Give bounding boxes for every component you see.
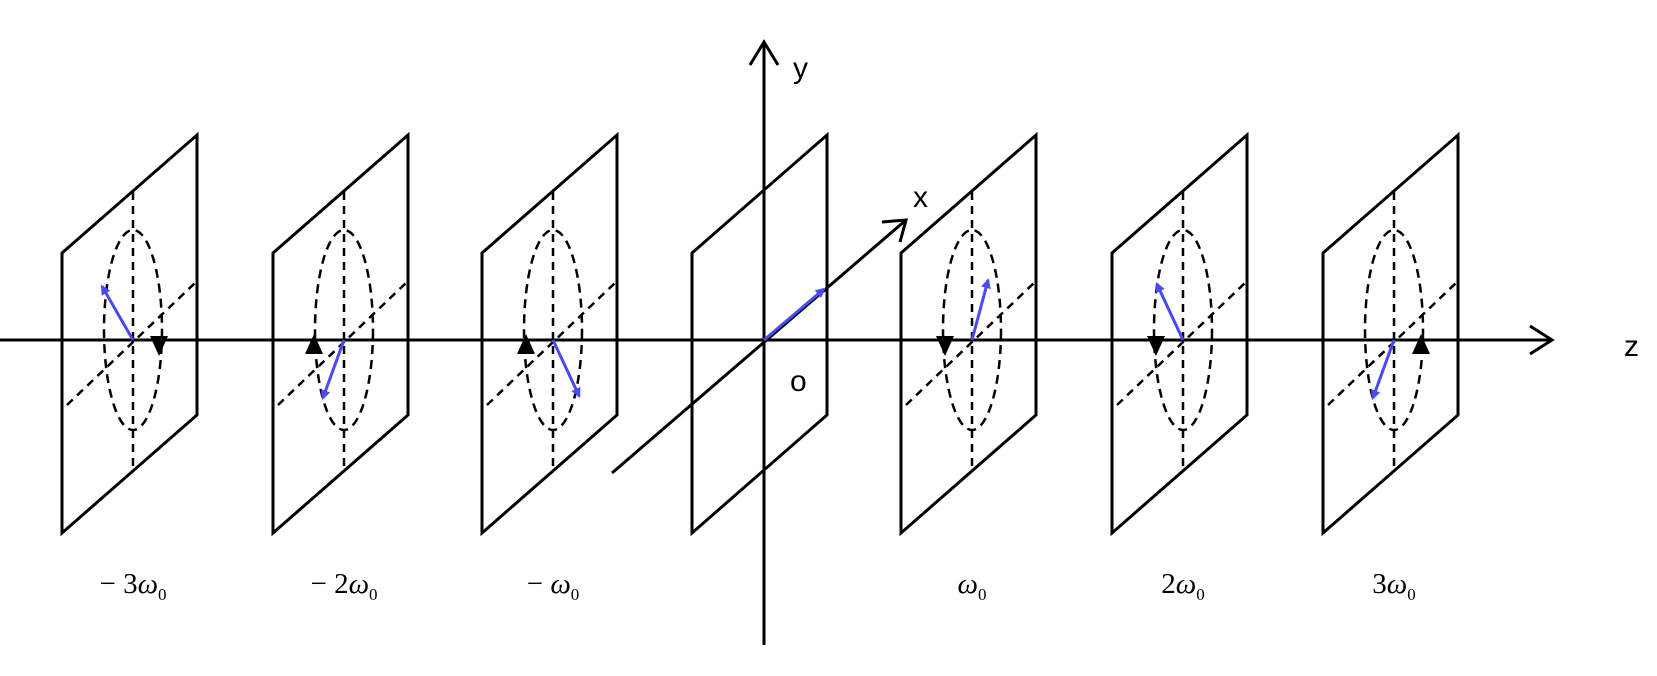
rotation-direction-arrow xyxy=(1412,334,1430,354)
polarization-ellipse xyxy=(522,228,584,432)
rotation-direction-arrow xyxy=(1147,336,1165,356)
plane-m3 xyxy=(60,131,199,537)
polarization-ellipse xyxy=(313,228,375,432)
field-vector xyxy=(970,278,991,341)
plane-frame xyxy=(271,131,410,537)
origin-field-vector xyxy=(763,287,826,342)
plane-frame xyxy=(480,131,619,537)
plane-m2 xyxy=(271,131,410,537)
plane-p2 xyxy=(1110,131,1249,537)
frequency-label-p3: 3ω0 xyxy=(1372,568,1415,604)
y-axis-label: y xyxy=(793,52,808,85)
polarization-ellipse xyxy=(941,228,1003,432)
origin-label: o xyxy=(790,365,807,398)
field-vector xyxy=(1370,339,1396,401)
frequency-labels: − 3ω0 − 2ω0 − ω0 ω0 2ω0 3ω0 xyxy=(99,568,1415,604)
plane-p3 xyxy=(1321,131,1460,537)
rotation-direction-arrow xyxy=(517,334,535,354)
field-vector xyxy=(320,339,346,401)
plane-frame xyxy=(899,131,1038,537)
plane-frame xyxy=(1321,131,1460,537)
plane-x-dashed xyxy=(66,281,197,406)
plane-p1 xyxy=(899,131,1038,537)
plane-x-dashed xyxy=(486,281,617,406)
z-axis-label: z xyxy=(1624,330,1639,363)
rotation-direction-arrow xyxy=(936,336,954,356)
x-axis-label: x xyxy=(913,181,928,214)
rotation-direction-arrow xyxy=(305,334,323,354)
z-axis xyxy=(0,324,1555,356)
polarization-ellipse xyxy=(1363,228,1425,432)
plane-x-dashed xyxy=(905,281,1036,406)
frequency-label-m1: − ω0 xyxy=(527,568,580,604)
polarization-ellipse xyxy=(102,228,164,432)
plane-m1 xyxy=(480,131,619,537)
field-vector xyxy=(1155,281,1185,341)
frequency-planes xyxy=(60,131,1460,537)
x-axis xyxy=(611,218,909,475)
origin-plane xyxy=(690,131,829,537)
polarization-ellipse xyxy=(1152,228,1214,432)
frequency-label-p2: 2ω0 xyxy=(1161,568,1204,604)
rotation-direction-arrow xyxy=(150,336,168,356)
field-vector xyxy=(100,284,135,341)
frequency-label-m3: − 3ω0 xyxy=(99,568,166,604)
frequency-label-p1: ω0 xyxy=(958,568,987,604)
frequency-label-m2: − 2ω0 xyxy=(310,568,377,604)
field-vector xyxy=(551,339,581,399)
plane-x-dashed xyxy=(1116,281,1247,406)
